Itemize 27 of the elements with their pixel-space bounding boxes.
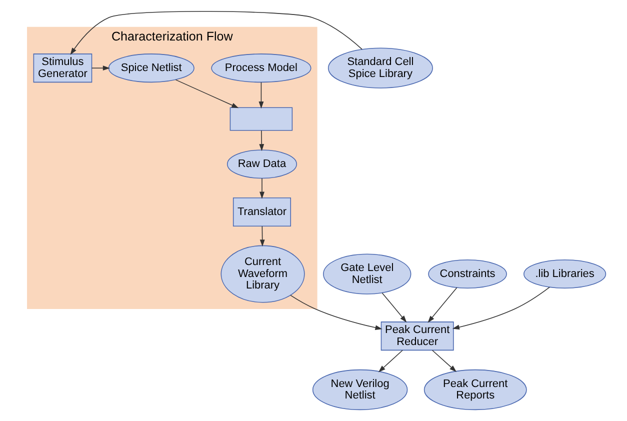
arrow	[378, 350, 403, 372]
arrow	[428, 287, 458, 323]
node-box: Translator	[232, 197, 292, 226]
node-ellipse: Peak Current Reports	[424, 369, 527, 410]
node-ellipse: Current Waveform Library	[220, 245, 305, 303]
node-ellipse: Process Model	[211, 54, 312, 83]
arrow	[175, 79, 239, 108]
arrow	[290, 294, 382, 330]
node-ellipse: Raw Data	[226, 150, 298, 179]
arrow	[258, 82, 264, 109]
node-box: Stimulus Generator	[33, 54, 92, 83]
node-ellipse: Gate Level Netlist	[323, 254, 412, 294]
arrow	[259, 130, 264, 152]
arrow	[452, 286, 550, 330]
node-ellipse: Spice Netlist	[108, 54, 194, 83]
node-ellipse: New Verilog Netlist	[312, 369, 408, 410]
arrow	[260, 178, 264, 199]
node-ellipse: .lib Libraries	[524, 260, 606, 289]
node-ellipse: Standard Cell Spice Library	[328, 48, 433, 88]
arrow	[70, 11, 362, 55]
arrow	[382, 292, 407, 322]
node-ellipse: Constraints	[428, 260, 507, 289]
arrow	[260, 226, 265, 247]
arrow	[432, 350, 457, 372]
arrow	[91, 66, 110, 71]
node-box: Peak Current Reducer	[380, 322, 454, 351]
node-box	[230, 107, 293, 131]
